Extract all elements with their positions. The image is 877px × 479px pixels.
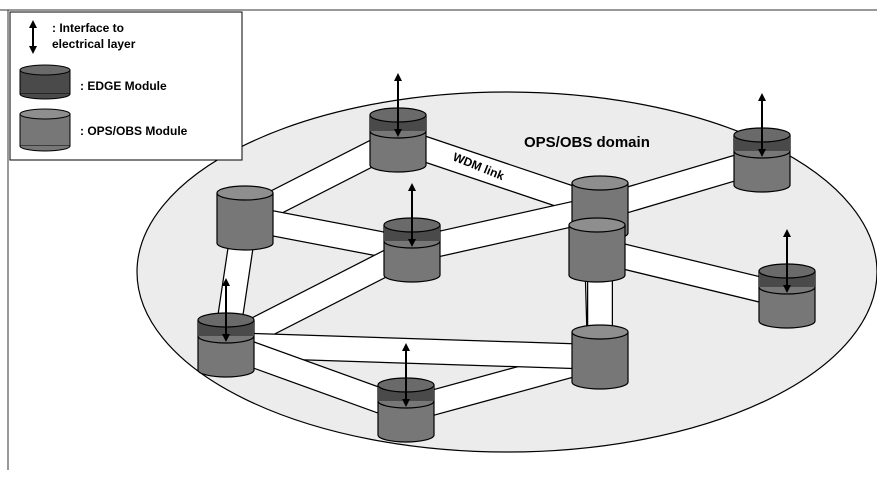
edge-module-n8: [758, 229, 816, 329]
wdm-link-n5-n7: [213, 237, 425, 358]
network-modules: [197, 73, 816, 443]
edge-module-n7: [197, 278, 255, 378]
ops-obs-module-n9: [571, 324, 629, 390]
wdm-link-n7-n10: [213, 332, 419, 423]
edge-module-n5: [383, 183, 441, 283]
edge-module-n2: [733, 93, 791, 193]
legend: : Interface to electrical layer : EDGE M…: [9, 11, 243, 161]
edge-module-n10: [377, 343, 435, 443]
legend-interface-line1: : Interface to: [52, 21, 124, 35]
wdm-link-n5-n4: [399, 195, 613, 263]
wdm-link-n6-n8: [584, 237, 800, 309]
ops-module-icon: [19, 108, 71, 152]
legend-interface-line2: electrical layer: [52, 37, 136, 51]
domain-label: OPS/OBS domain: [524, 134, 650, 151]
wdm-link-n1-n4: [385, 127, 613, 221]
ops-obs-module-n6: [568, 217, 626, 283]
legend-ops-label: : OPS/OBS Module: [80, 124, 188, 138]
ops-obs-module-n3: [216, 185, 274, 251]
legend-edge-label: : EDGE Module: [80, 79, 167, 93]
edge-module-n1: [369, 73, 427, 173]
edge-module-icon: [19, 64, 71, 100]
wdm-link-n7-n9: [213, 332, 613, 370]
